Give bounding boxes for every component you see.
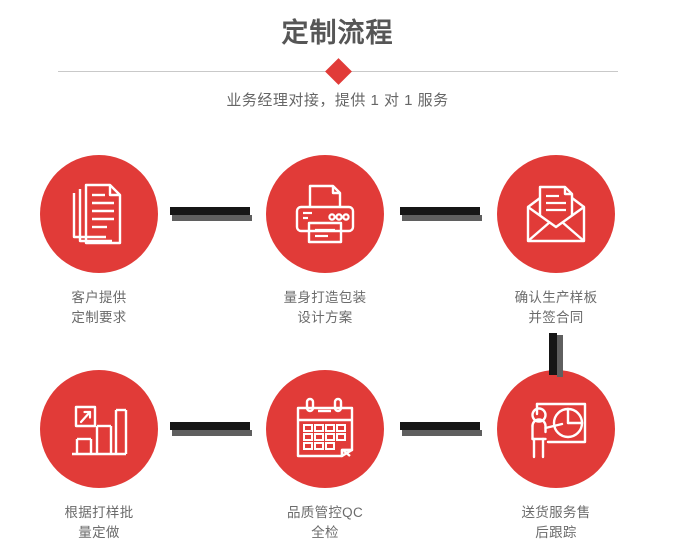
- connector-step3-step6: [549, 333, 563, 377]
- process-step-5: 品质管控QC 全检: [245, 370, 405, 543]
- printer-icon: [295, 184, 355, 244]
- bar-chart-growth-icon: [72, 405, 128, 456]
- connector-step1-step2: [170, 207, 252, 221]
- process-step-1: 客户提供 定制要求: [19, 155, 179, 328]
- connector-shadow: [172, 430, 252, 436]
- step-6-circle: [497, 370, 615, 488]
- process-step-6: 送货服务售 后跟踪: [476, 370, 636, 543]
- step-5-label: 品质管控QC 全检: [286, 505, 364, 540]
- step-1-label: 客户提供 定制要求: [71, 290, 127, 325]
- header: 定制流程 业务经理对接，提供 1 对 1 服务: [0, 0, 675, 125]
- step-4-label: 根据打样批 量定做: [64, 505, 134, 540]
- connector-step5-step6: [400, 422, 482, 436]
- calendar-icon: [296, 397, 354, 458]
- connector-bar: [170, 422, 250, 430]
- step-3-circle: [497, 155, 615, 273]
- connector-step4-step5: [170, 422, 252, 436]
- connector-bar: [170, 207, 250, 215]
- step-3-label: 确认生产样板 并签合同: [514, 290, 598, 325]
- page-title: 定制流程: [281, 18, 394, 48]
- step-5-circle: [266, 370, 384, 488]
- process-step-3: 确认生产样板 并签合同: [476, 155, 636, 328]
- connector-shadow: [402, 215, 482, 221]
- page-subtitle: 业务经理对接，提供 1 对 1 服务: [226, 92, 449, 109]
- envelope-document-icon: [526, 185, 586, 243]
- process-step-4: 根据打样批 量定做: [19, 370, 179, 543]
- header-divider: [58, 58, 618, 85]
- connector-bar: [400, 207, 480, 215]
- process-step-2: 量身打造包装 设计方案: [245, 155, 405, 328]
- connector-step2-step3: [400, 207, 482, 221]
- step-6-label: 送货服务售 后跟踪: [521, 505, 591, 540]
- documents-stack-icon: [72, 183, 122, 245]
- step-2-circle: [266, 155, 384, 273]
- presenter-pie-chart-icon: [531, 402, 587, 459]
- step-4-circle: [40, 370, 158, 488]
- step-2-label: 量身打造包装 设计方案: [283, 290, 367, 325]
- connector-shadow: [402, 430, 482, 436]
- connector-shadow: [172, 215, 252, 221]
- connector-shadow: [557, 335, 563, 377]
- connector-bar: [400, 422, 480, 430]
- step-1-circle: [40, 155, 158, 273]
- connector-bar: [549, 333, 557, 375]
